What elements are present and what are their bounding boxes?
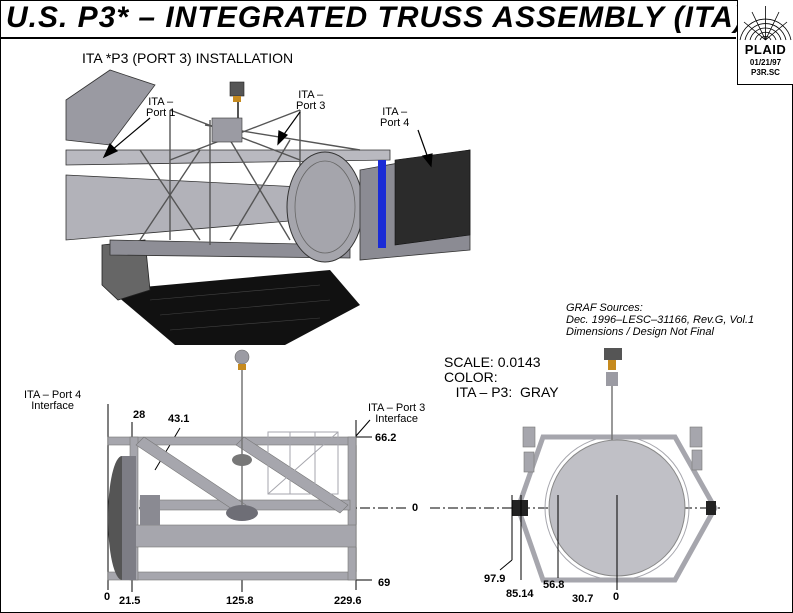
dim-centerline-0: 0 xyxy=(412,502,419,514)
port1-structure xyxy=(65,69,156,146)
end-dimension-lines xyxy=(499,495,618,590)
side-end-drum xyxy=(108,456,160,580)
dim-origin-0: 0 xyxy=(104,591,111,603)
plaid-arcs-icon xyxy=(739,6,792,41)
port4-interface-blue xyxy=(378,160,386,248)
dim-30-7: 30.7 xyxy=(572,593,594,605)
installation-subtitle: ITA *P3 (PORT 3) INSTALLATION xyxy=(82,50,294,66)
callout-port3: ITA –Port 3 xyxy=(296,89,326,112)
end-mast-head xyxy=(604,348,622,360)
logo-date: 01/21/97 xyxy=(749,58,782,67)
callout-port4: ITA –Port 4 xyxy=(380,106,410,129)
graf-sources: GRAF Sources:Dec. 1996–LESC–31166, Rev.G… xyxy=(566,302,755,338)
plaid-logo: PLAID 01/21/97 P3R.SC xyxy=(737,0,793,85)
callout-arrows-top xyxy=(102,111,433,168)
dim-229-6: 229.6 xyxy=(334,595,362,607)
solar-panel-shadow xyxy=(110,270,360,345)
logo-word: PLAID xyxy=(744,42,787,57)
page-title: U.S. P3* – INTEGRATED TRUSS ASSEMBLY (IT… xyxy=(6,1,745,34)
dim-69: 69 xyxy=(378,577,391,589)
dim-28: 28 xyxy=(133,409,146,421)
dim-125-8: 125.8 xyxy=(226,595,254,607)
dim-end-0: 0 xyxy=(613,591,620,603)
dim-21-5: 21.5 xyxy=(119,595,141,607)
callout-port1: ITA –Port 1 xyxy=(146,96,176,119)
dim-66-2: 66.2 xyxy=(375,432,397,444)
lower-beam xyxy=(109,239,351,259)
dim-56-8: 56.8 xyxy=(543,579,565,591)
side-upper-frame xyxy=(267,431,339,495)
end-side-brackets xyxy=(522,426,703,473)
logo-code: P3R.SC xyxy=(751,68,780,77)
dim-85-14: 85.14 xyxy=(506,588,534,600)
dim-43-1: 43.1 xyxy=(168,413,190,425)
dim-97-9: 97.9 xyxy=(484,573,506,585)
title-underline xyxy=(0,37,736,39)
side-truss-structure xyxy=(107,436,357,581)
